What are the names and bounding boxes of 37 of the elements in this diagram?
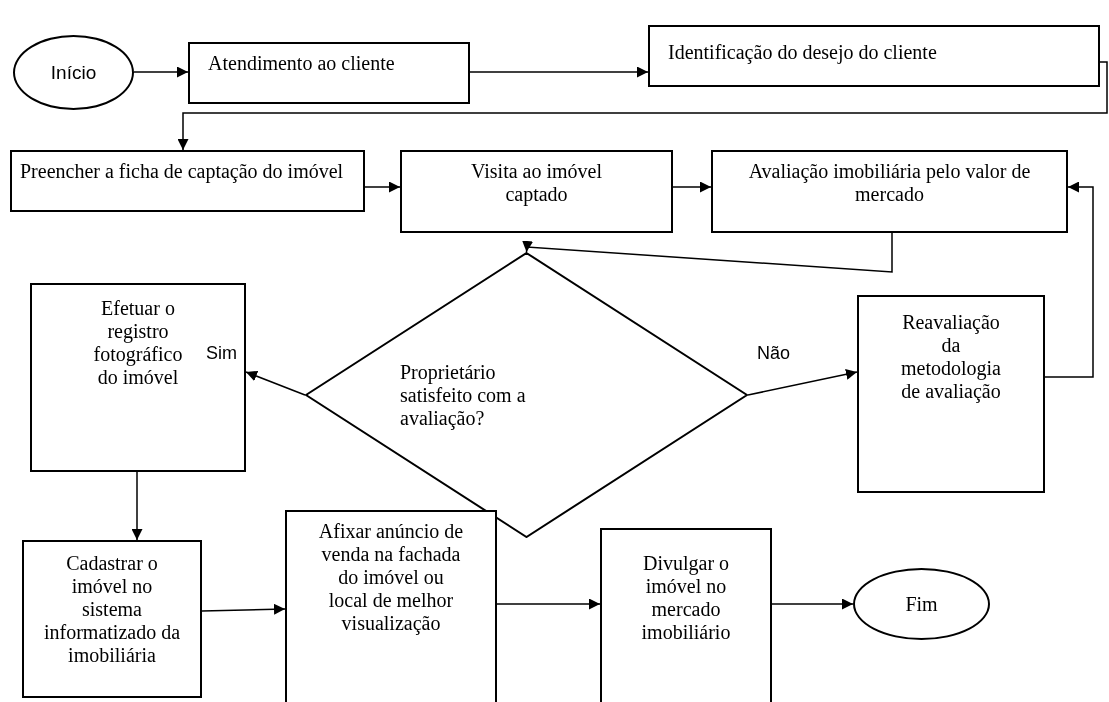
process-box	[22, 540, 202, 698]
process-box	[600, 528, 772, 702]
node-text: Proprietário satisfeito com a avaliação?	[400, 360, 527, 430]
arrow	[245, 370, 306, 396]
process-box	[400, 150, 673, 233]
decision-diamond	[305, 252, 748, 538]
node-text: Atendimento ao cliente	[208, 52, 396, 75]
arrow	[672, 181, 712, 193]
arrow	[771, 598, 854, 610]
arrow	[469, 66, 649, 78]
node-text: Início	[50, 61, 97, 84]
arrow	[1044, 181, 1094, 378]
arrow	[364, 181, 401, 193]
node-text: Avaliação imobiliária pelo valor de mercado	[747, 160, 1032, 206]
arrow	[131, 471, 143, 541]
node-text: Divulgar o imóvel no mercado imobiliário	[640, 552, 732, 644]
process-box	[711, 150, 1068, 233]
arrow	[133, 66, 189, 78]
process-box	[10, 150, 365, 212]
process-box	[188, 42, 470, 104]
node-text: Visita ao imóvel captado	[470, 160, 603, 206]
node-text: Afixar anúncio de venda na fachada do imóvel ou local de melhor visualização	[317, 520, 465, 635]
arrow	[496, 598, 601, 610]
node-text: Fim	[905, 592, 938, 616]
arrow	[177, 61, 1108, 151]
arrow	[201, 603, 286, 615]
node-text: Reavaliação da metodologia de avaliação	[900, 311, 1002, 403]
node-text: Identificação do desejo do cliente	[668, 41, 938, 64]
node-text: Efetuar o registro fotográfico do imóvel	[92, 297, 184, 389]
process-box	[285, 510, 497, 702]
process-box	[857, 295, 1045, 493]
process-box	[648, 25, 1100, 87]
arrow	[522, 232, 893, 273]
process-box	[30, 283, 246, 472]
node-text: Preencher a ficha de captação do imóvel	[20, 160, 345, 183]
node-text: Cadastrar o imóvel no sistema informatizado da imobiliária	[42, 552, 182, 667]
arrow	[747, 368, 858, 396]
